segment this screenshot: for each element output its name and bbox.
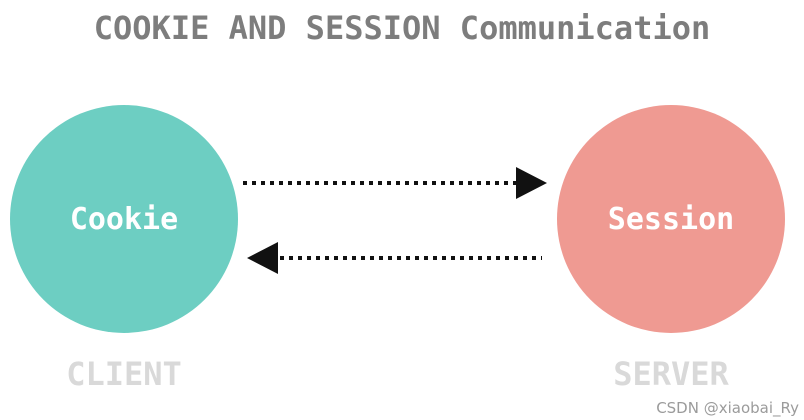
server-role-label: SERVER (613, 355, 729, 393)
arrowhead-right-icon (516, 167, 547, 199)
session-node-label: Session (607, 201, 735, 237)
arrowhead-left-icon (247, 242, 278, 274)
diagram-title: COOKIE AND SESSION Communication (93, 9, 711, 47)
session-node: Session (557, 105, 785, 333)
cookie-node: Cookie (10, 105, 238, 333)
cookie-node-label: Cookie (69, 201, 179, 237)
response-arrow-dotted-line (280, 256, 542, 260)
request-arrow-dotted-line (243, 181, 516, 185)
client-role-label: CLIENT (66, 355, 182, 393)
watermark-text: CSDN @xiaobai_Ry (656, 399, 799, 417)
